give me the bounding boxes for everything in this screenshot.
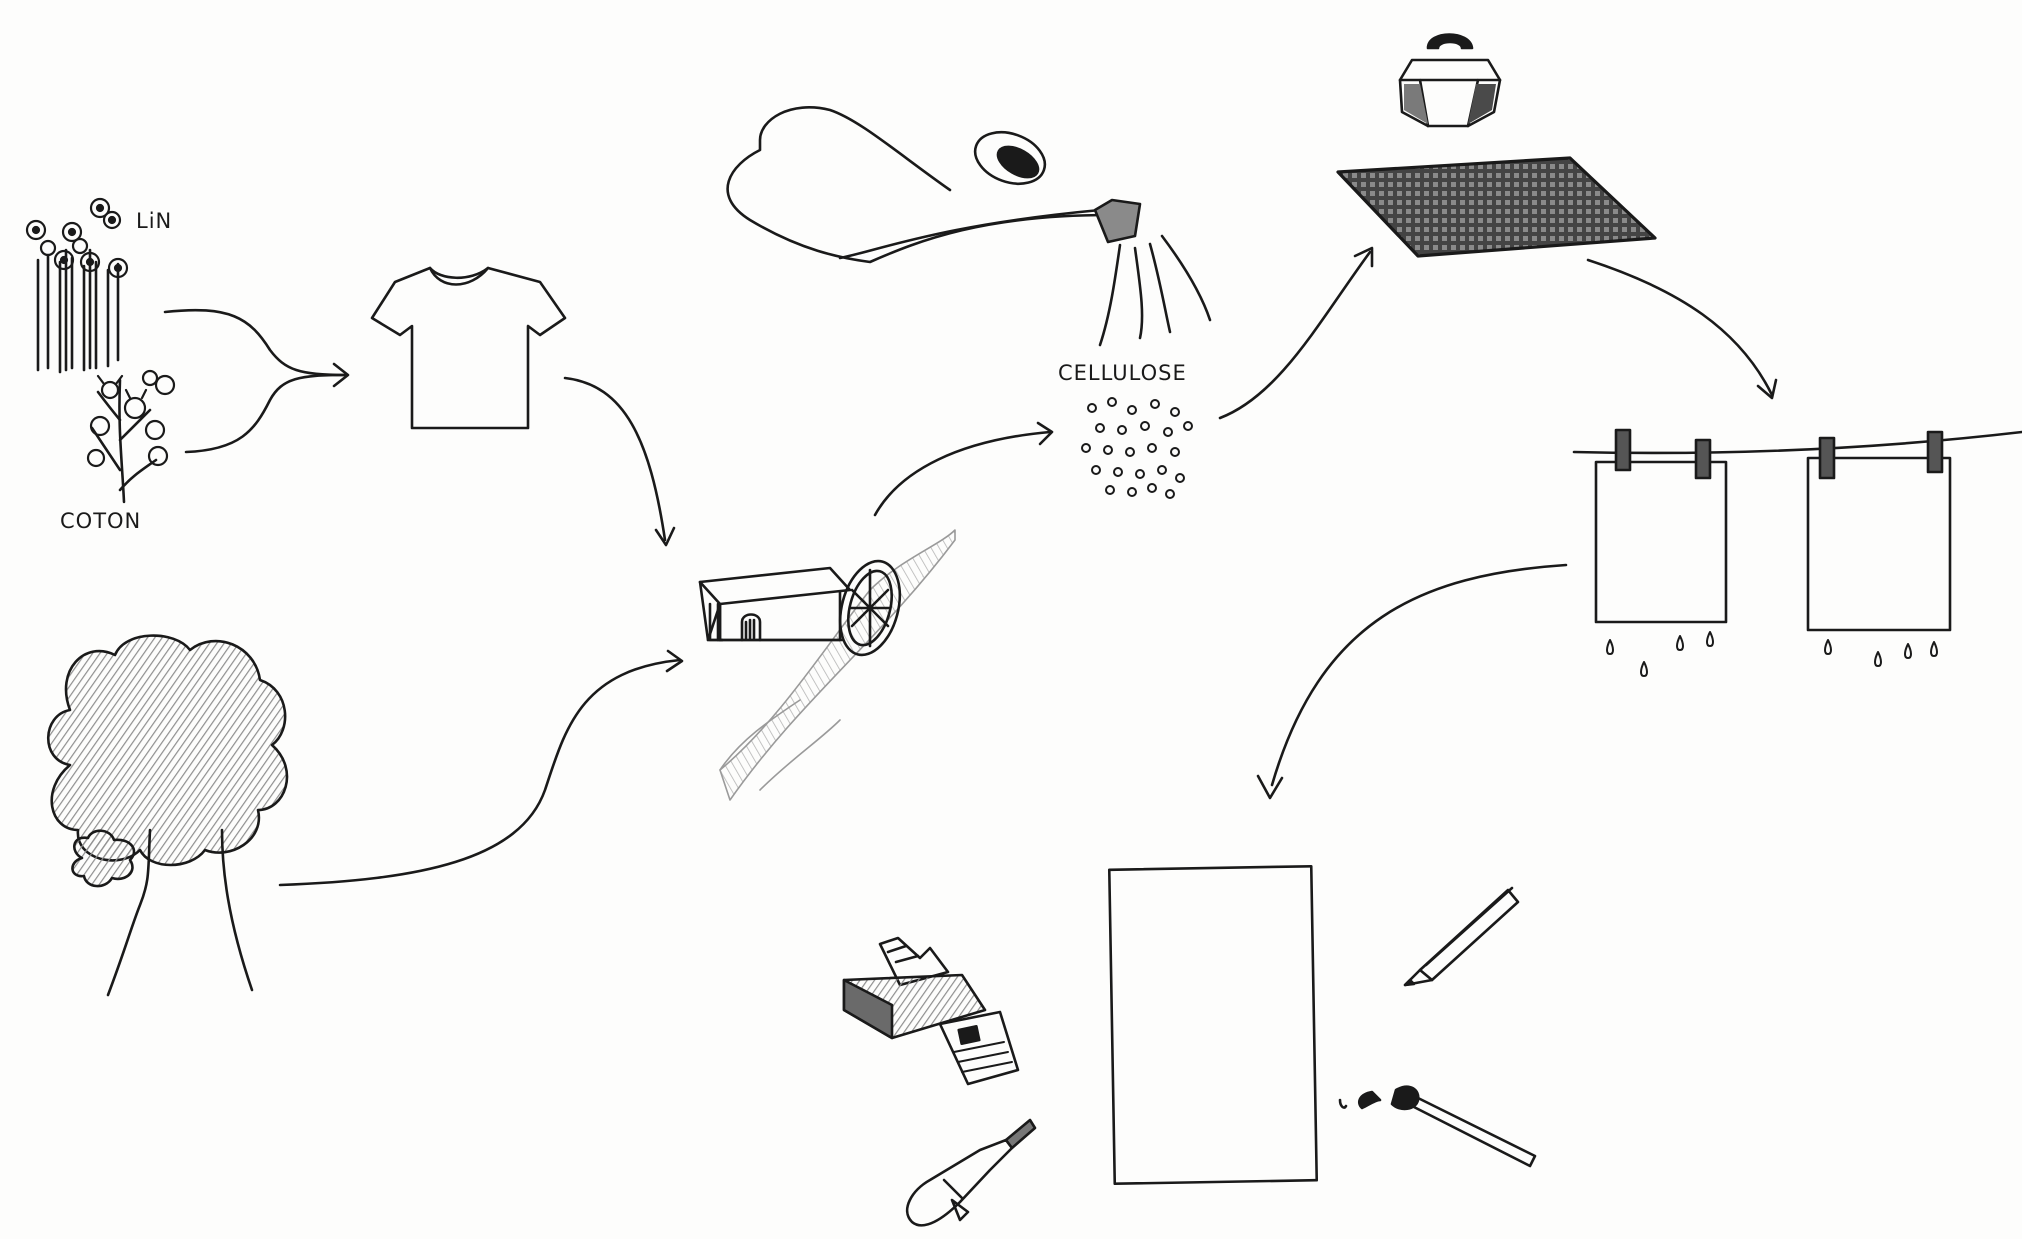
pulp-to-mould-arrow [1220, 252, 1370, 418]
water-stream [1100, 236, 1210, 345]
tshirt-to-mill-arrow [565, 378, 665, 540]
drying-to-paper-arrow [1272, 565, 1566, 785]
blank-paper-icon [1109, 866, 1316, 1183]
paintbrush-icon [1340, 1087, 1535, 1166]
coton-label: COTON [60, 509, 141, 533]
fountain-pen-icon [907, 1120, 1035, 1225]
mill-to-pulp-arrow [875, 432, 1050, 515]
tree-icon [48, 636, 287, 995]
pencil-icon [1405, 888, 1518, 985]
tree-to-mill-arrow [280, 660, 680, 885]
cellulose-label: CELLULOSE [1058, 361, 1187, 385]
lin-label: LiN [136, 209, 172, 233]
weight-icon [1400, 35, 1500, 127]
watering-can-icon [728, 107, 1140, 262]
printer-icon [844, 938, 1018, 1084]
watermill-icon [700, 530, 955, 800]
tshirt-icon [372, 268, 565, 428]
drying-sheets-icon [1574, 430, 2022, 676]
cellulose-pulp-icon [1082, 398, 1192, 498]
cotton-plant-icon [88, 371, 174, 502]
fibres-to-tshirt-arrow [165, 310, 348, 452]
water-drops [1607, 632, 1937, 676]
flax-plant-icon [27, 199, 127, 372]
mould-to-drying-arrow [1588, 260, 1772, 395]
mould-screen-icon [1338, 158, 1655, 256]
